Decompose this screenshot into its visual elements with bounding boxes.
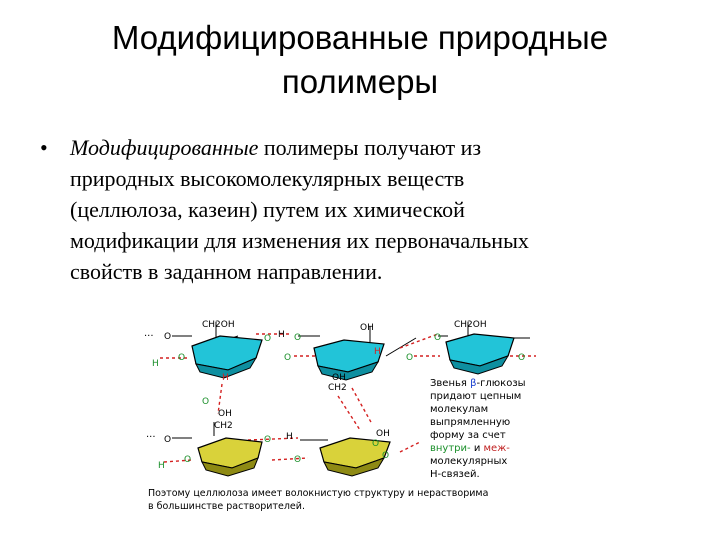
label-hydrogen: H — [286, 432, 293, 442]
glucose-ring-edge — [317, 361, 380, 381]
label-oh: OH — [376, 429, 390, 439]
cellulose-structure-figure: CH2OH OH CH2OH ··· O O H O O H O O O O H… — [138, 312, 588, 520]
cellulose-structure-diagram: CH2OH OH CH2OH ··· O O H O O H O O O O H… — [144, 320, 536, 512]
label-oxygen: O — [518, 353, 525, 363]
glucose-ring-edge — [195, 356, 258, 379]
label-oxygen: O — [406, 353, 413, 363]
label-oxygen: O — [164, 332, 171, 342]
note-line: внутри- и меж- — [430, 443, 510, 454]
bullet-line-1: Модифицированные полимеры получают из — [70, 132, 670, 163]
label-ch2: CH2 — [328, 383, 347, 393]
hydrogen-bond — [217, 383, 223, 415]
bullet-line-1-rest: полимеры получают из — [258, 135, 482, 160]
label-ch2oh: CH2OH — [454, 320, 487, 330]
figure-caption-line-1: Поэтому целлюлоза имеет волокнистую стру… — [148, 488, 488, 499]
slide-title-line-2: полимеры — [281, 63, 439, 100]
label-oxygen: O — [372, 439, 379, 449]
bullet-line-4: модификации для изменения их первоначаль… — [70, 228, 529, 253]
note-line: Н-связей. — [430, 469, 480, 480]
label-hydrogen: H — [222, 373, 229, 383]
top-chain: CH2OH OH CH2OH ··· O O H O O H O O O O H… — [144, 320, 536, 393]
note-line: выпрямленную — [430, 417, 510, 428]
hydrogen-bond — [247, 437, 299, 441]
bullet-symbol: • — [40, 135, 48, 160]
figure-caption-line-2: в большинстве растворителей. — [148, 501, 305, 512]
bullet-line-3: (целлюлоза, казеин) путем их химической — [70, 197, 465, 222]
side-note: Звенья β-глюкозы придают цепным молекула… — [430, 378, 526, 480]
slide-title: Модифицированные природные полимеры — [0, 16, 720, 104]
hydrogen-bond — [399, 441, 421, 453]
label-dots: ··· — [146, 432, 156, 443]
label-oxygen: O — [294, 333, 301, 343]
slide-title-line-1: Модифицированные природные — [111, 19, 609, 56]
label-hydrogen: H — [278, 330, 285, 340]
label-dots: ··· — [144, 331, 154, 342]
note-line: молекулярных — [430, 456, 507, 467]
bullet-line-2: природных высокомолекулярных веществ — [70, 166, 465, 191]
label-oxygen: O — [164, 435, 171, 445]
label-oxygen: O — [202, 397, 209, 407]
label-oxygen: O — [184, 455, 191, 465]
bullet-text: Модифицированные полимеры получают из пр… — [70, 132, 670, 287]
note-line: молекулам — [430, 404, 488, 415]
bottom-chain: O OH CH2 ··· O O H H O O OH O O — [146, 397, 421, 477]
label-ch2oh: CH2OH — [202, 320, 235, 330]
label-oxygen: O — [264, 334, 271, 344]
label-ch2: CH2 — [214, 421, 233, 431]
note-line: придают цепным — [430, 391, 521, 402]
label-hydrogen: H — [374, 347, 381, 357]
hydrogen-bond — [337, 395, 361, 431]
glucose-ring-edge — [323, 457, 386, 477]
label-oxygen: O — [382, 451, 389, 461]
note-line: Звенья β-глюкозы — [430, 378, 526, 389]
glucose-ring-edge — [201, 457, 259, 477]
note-line: форму за счет — [430, 430, 506, 441]
label-oxygen: O — [264, 435, 271, 445]
label-oxygen: O — [294, 455, 301, 465]
hydrogen-bond — [163, 459, 193, 463]
label-oxygen: O — [284, 353, 291, 363]
italic-term: Модифицированные — [70, 135, 259, 160]
glucose-ring-edge — [449, 355, 510, 375]
label-oh: OH — [332, 373, 346, 383]
bullet-line-5: свойств в заданном направлении. — [70, 259, 383, 284]
label-oh: OH — [218, 409, 232, 419]
hydrogen-bond — [351, 387, 373, 425]
label-hydrogen: H — [152, 359, 159, 369]
hydrogen-bond — [399, 333, 439, 349]
label-oh: OH — [360, 323, 374, 333]
hydrogen-bond — [271, 457, 309, 461]
label-oxygen: O — [178, 353, 185, 363]
label-hydrogen: H — [158, 461, 165, 471]
label-oxygen: O — [434, 333, 441, 343]
